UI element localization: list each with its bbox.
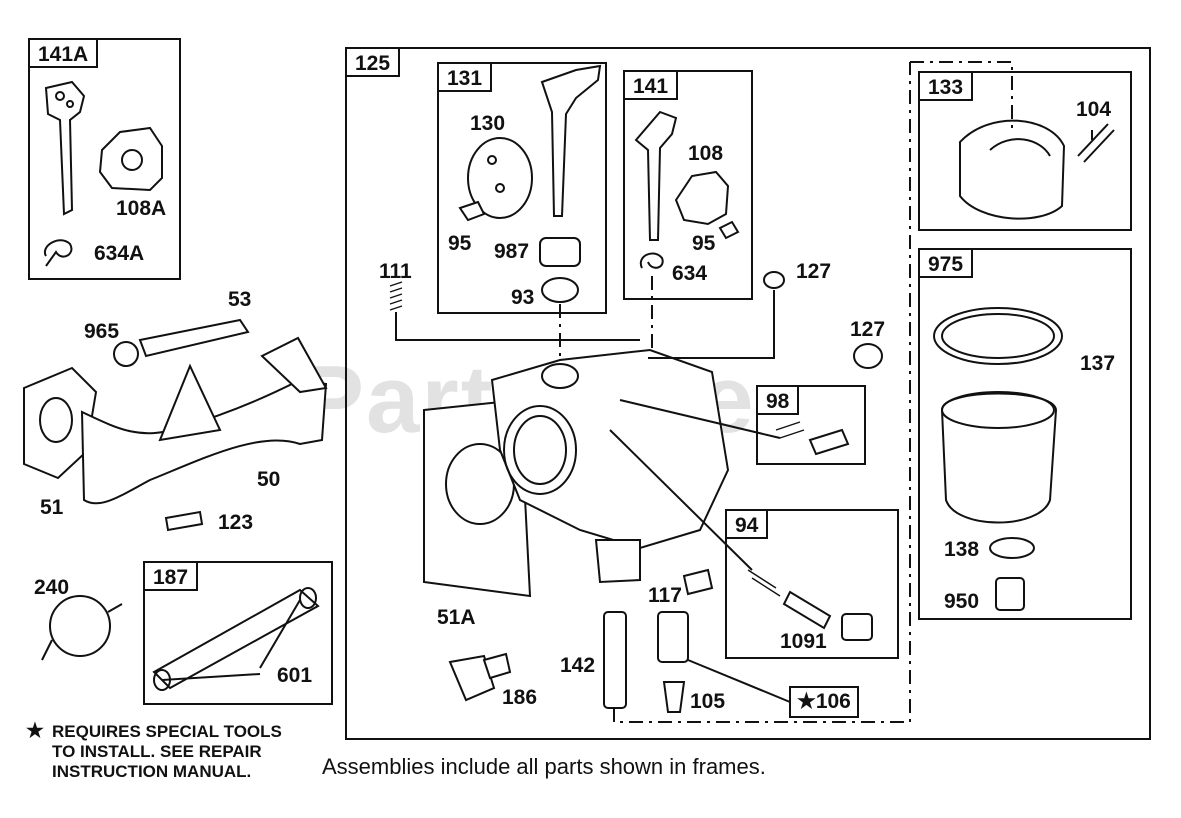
part-label-104: 104 [1076,98,1112,121]
part-label-105: 105 [690,690,726,713]
frame-125: 125 [345,47,1151,740]
part-51A-carburetor-body [423,348,730,598]
part-label-240: 240 [34,576,70,599]
frame-133-tag: 133 [918,71,974,101]
part-label-111: 111 [379,260,412,283]
frame-131: 131 [437,62,607,314]
part-label-50: 50 [257,468,281,491]
part-label-137: 137 [1080,352,1116,375]
part-label-53: 53 [228,288,252,311]
note-line-1: REQUIRES SPECIAL TOOLS [52,722,282,741]
star-icon: ★ [26,720,44,742]
part-label-117: 117 [648,584,682,607]
note-line-2: TO INSTALL. SEE REPAIR [52,742,262,761]
frame-187: 187 [143,561,333,705]
part-label-51: 51 [40,496,64,519]
frame-141-tag: 141 [623,70,679,100]
part-label-130: 130 [470,112,506,135]
part-label-127-upper: 127 [796,260,832,283]
part-94-mixture-screw [747,569,873,641]
part-label-95-throttle: 95 [692,232,716,255]
part-111-127 [389,271,883,369]
frame-98: 98 [756,385,866,465]
part-label-987: 987 [494,240,530,263]
part-240-fuel-filter [41,595,123,661]
part-187-fuel-line [152,587,320,691]
frame-133: 133 [918,71,1132,231]
part-142-105-106 [603,568,714,713]
frame-141A-tag: 141A [28,38,99,68]
part-label-965: 965 [84,320,120,343]
assemblies-caption: Assemblies include all parts shown in fr… [322,754,766,779]
frame-975-tag: 975 [918,248,974,278]
part-label-950: 950 [944,590,980,613]
frame-94: 94 [725,509,899,659]
part-975-float-bowl [933,307,1063,611]
part-98-idle-screw [775,421,850,456]
part-141A-throttle-shaft [43,80,163,267]
frame-141: 141 [623,70,753,300]
part-label-634A: 634A [94,242,145,265]
part-label-106-special-tool: ★106 [789,686,859,718]
part-141-throttle [634,110,740,269]
frame-98-tag: 98 [756,385,800,415]
note-line-3: INSTRUCTION MANUAL. [52,762,252,781]
frame-94-tag: 94 [725,509,769,539]
part-50-intake-manifold [23,318,328,532]
part-186-fitting [448,652,512,702]
part-131-choke [458,64,602,303]
special-tools-note: ★ REQUIRES SPECIAL TOOLS TO INSTALL. SEE… [26,720,282,782]
frame-187-tag: 187 [143,561,199,591]
part-label-51A: 51A [437,606,476,629]
frame-975: 975 [918,248,1132,620]
frame-125-tag: 125 [345,47,401,77]
part-label-108A: 108A [116,197,167,220]
part-label-123: 123 [218,511,254,534]
part-label-601: 601 [277,664,313,687]
part-label-93: 93 [511,286,535,309]
part-label-142: 142 [560,654,596,677]
part-label-138: 138 [944,538,980,561]
part-label-95-choke: 95 [448,232,472,255]
part-label-1091: 1091 [780,630,827,653]
frame-141A: 141A [28,38,181,280]
part-label-127-lower: 127 [850,318,886,341]
leader-lines [161,61,1093,723]
part-label-186: 186 [502,686,538,709]
part-label-108: 108 [688,142,724,165]
frame-131-tag: 131 [437,62,493,92]
part-label-634: 634 [672,262,708,285]
